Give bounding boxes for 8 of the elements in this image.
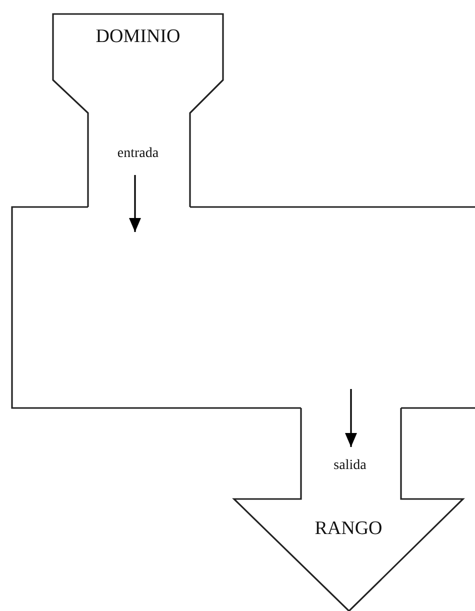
node-label: DOMINIO	[94, 26, 182, 48]
edge-label: salida	[334, 458, 366, 474]
funnel-shape	[53, 14, 223, 207]
node-label: RANGO	[314, 518, 384, 540]
arrow	[129, 175, 141, 232]
arrow	[345, 389, 357, 447]
machine-body-outline	[12, 207, 475, 408]
edge-label: entrada	[117, 146, 159, 162]
